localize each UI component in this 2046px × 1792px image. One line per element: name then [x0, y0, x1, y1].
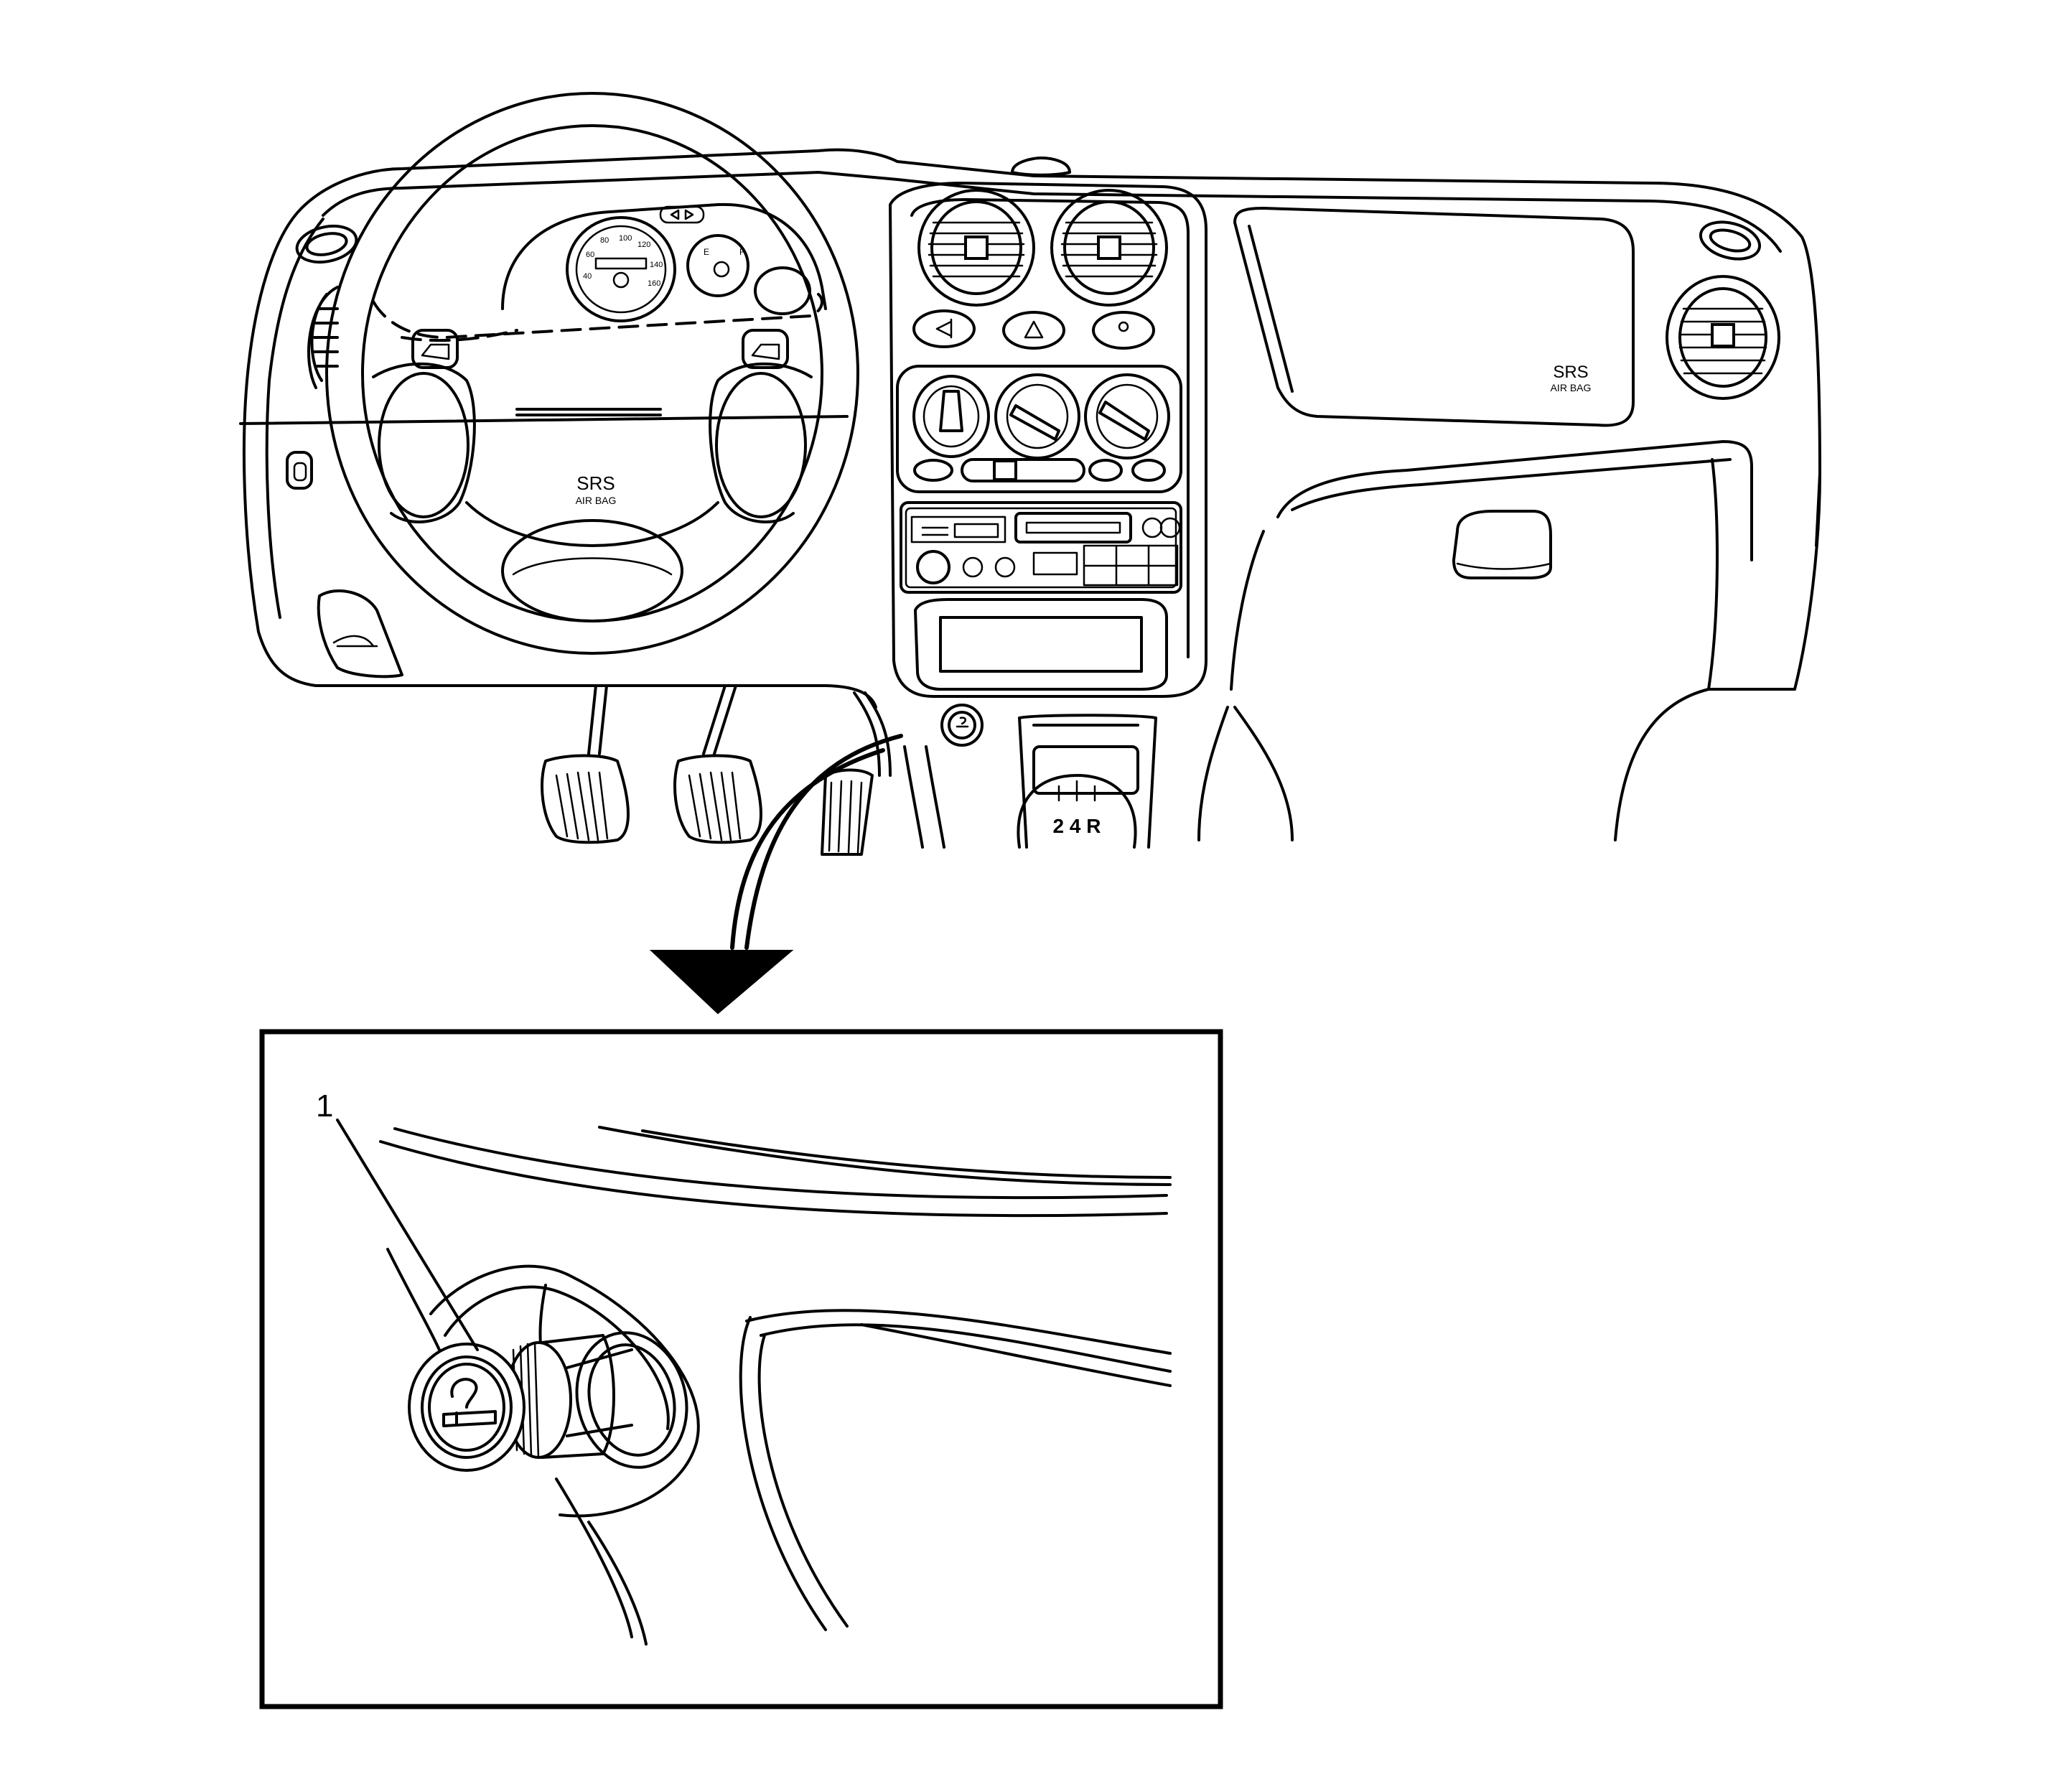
svg-text:40: 40 — [583, 272, 592, 281]
speedometer-gauge — [566, 216, 676, 322]
dashboard-left-end — [243, 207, 317, 687]
radio-volume-knob — [916, 550, 950, 584]
callout-arrow-head — [649, 950, 794, 1014]
shift-pattern-label: 2 4 R — [1053, 815, 1101, 837]
steering-spoke-left — [372, 362, 476, 523]
dashboard-left-end-inner — [265, 218, 324, 619]
cigar-lighter — [408, 1334, 615, 1472]
left-side-vent-outer — [295, 224, 358, 264]
gear-shifter: 2 4 R — [1017, 774, 1137, 849]
dashboard-upper-edge — [300, 148, 1821, 547]
svg-text:60: 60 — [586, 251, 594, 259]
svg-text:F: F — [739, 247, 744, 257]
security-switch — [1092, 311, 1155, 350]
passenger-airbag-door — [1233, 207, 1635, 427]
center-vent-left — [917, 189, 1035, 307]
hvac-panel — [896, 365, 1182, 493]
callout-arrow-shaft — [744, 734, 903, 950]
dashboard-lower-edge — [314, 684, 877, 709]
hvac-slider — [961, 458, 1085, 482]
glovebox-outline — [1276, 440, 1753, 561]
steering-spoke-right — [709, 362, 813, 523]
airbag-hub-hidden-edge — [372, 289, 823, 340]
radio-display — [910, 515, 1006, 543]
detail-frame — [259, 1029, 1223, 1709]
pedal-clutch — [541, 684, 630, 844]
lighter-socket — [575, 1331, 688, 1469]
fog-lamp-switch — [912, 309, 976, 348]
center-stack-outline — [889, 182, 1207, 698]
defrost-sensor — [1011, 157, 1071, 177]
dash-srs-label: SRS — [1553, 363, 1588, 382]
detail-dash-contour-3 — [745, 1309, 1172, 1355]
radio-unit — [900, 501, 1182, 594]
rear-defrost-button — [1131, 459, 1166, 482]
storage-pocket — [914, 598, 1168, 691]
right-side-vent-small — [1699, 220, 1762, 261]
recirc-button — [913, 459, 953, 482]
detail-console-edge — [739, 1316, 849, 1631]
callout-arrow-shaft-lower — [730, 748, 885, 950]
center-vent-right — [1050, 189, 1168, 307]
airbag-hub-lower — [465, 501, 719, 547]
odometer-display — [594, 257, 648, 270]
left-round-vent — [307, 286, 339, 389]
hvac-knob-temp — [1084, 373, 1170, 459]
glovebox-handle — [1452, 510, 1552, 579]
hvac-knob-fan — [912, 375, 990, 458]
wheel-srs-label: SRS — [576, 472, 615, 494]
detail-dash-contour-2 — [598, 1126, 1172, 1186]
svg-text:140: 140 — [650, 261, 663, 269]
svg-text:120: 120 — [637, 241, 650, 249]
dash-airbag-label: AIR BAG — [1551, 382, 1592, 393]
cigarette-icon — [442, 1410, 497, 1427]
dashboard-lower-trim — [239, 415, 849, 425]
wheel-airbag-label: AIR BAG — [576, 495, 617, 506]
pedal-brake — [673, 684, 762, 844]
hazard-switch — [1002, 311, 1065, 350]
svg-text:160: 160 — [648, 279, 660, 288]
headlight-switch — [286, 451, 313, 490]
glovebox-lower-edge — [1230, 458, 1719, 691]
detail-view: 1 — [259, 1029, 1223, 1709]
dashboard-overview: SRS AIR BAG 40 60 80 100 120 140 160 E F — [239, 92, 1821, 1014]
center-console — [1018, 714, 1157, 849]
steering-wheel-bottom-pad — [501, 519, 683, 622]
left-side-vent-inner — [305, 232, 348, 256]
right-round-vent — [1666, 275, 1780, 400]
detail-dash-contour-1 — [393, 1127, 1168, 1200]
callout-1-leader — [336, 1119, 479, 1351]
svg-text:100: 100 — [619, 234, 632, 243]
hvac-knob-mode — [994, 373, 1080, 459]
cassette-slot — [1014, 512, 1132, 543]
ac-button — [1088, 459, 1123, 482]
svg-text:E: E — [704, 247, 709, 257]
fuel-gauge — [686, 234, 749, 297]
speedometer-scale: 40 60 80 100 120 140 160 — [583, 234, 663, 288]
hood-release-lever — [317, 589, 403, 678]
steering-wheel-rim-outer — [325, 92, 859, 655]
svg-text:80: 80 — [600, 236, 609, 245]
turn-signal-indicator — [659, 205, 705, 224]
horn-button-left — [411, 329, 459, 369]
dashboard-upper-edge-inner — [322, 171, 1782, 253]
horn-button-right — [742, 329, 789, 369]
callout-1-label: 1 — [316, 1088, 333, 1124]
temp-gauge — [754, 266, 811, 315]
cigar-lighter-overview — [940, 704, 984, 747]
